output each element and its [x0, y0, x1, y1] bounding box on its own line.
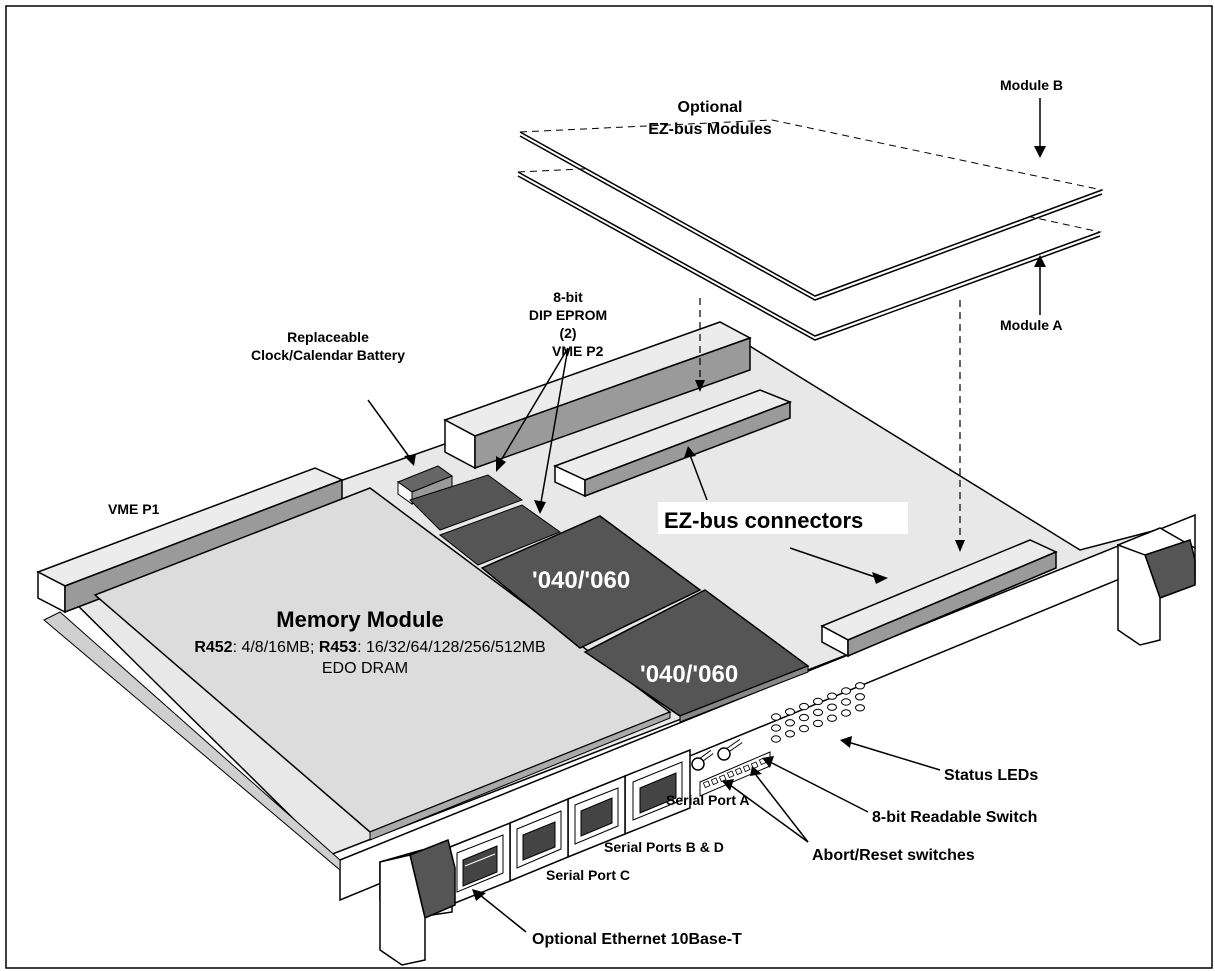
ethernet-label: Optional Ethernet 10Base-T	[532, 931, 742, 948]
memory-r453-tag: R453	[319, 639, 357, 656]
optional-modules-label-1: Optional	[678, 99, 743, 116]
ezbus-connectors-label: EZ-bus connectors	[664, 508, 863, 533]
status-led	[856, 683, 865, 689]
status-led	[772, 736, 781, 742]
status-led	[814, 720, 823, 726]
readable-switch-label: 8-bit Readable Switch	[872, 809, 1037, 826]
optional-modules-label-2: EZ-bus Modules	[648, 121, 772, 138]
status-led	[842, 710, 851, 716]
battery-label-2: Clock/Calendar Battery	[251, 347, 405, 363]
ejector-handle-left	[380, 840, 455, 965]
cpu-label-1: '040/'060	[532, 567, 630, 594]
eprom-label-2: DIP EPROM	[529, 307, 607, 323]
eprom-label-3: (2)	[559, 325, 576, 341]
memory-r453-sizes: : 16/32/64/128/256/512MB	[357, 639, 546, 656]
status-leds-label: Status LEDs	[944, 767, 1038, 784]
memory-type: EDO DRAM	[322, 660, 408, 677]
abort-reset-label: Abort/Reset switches	[812, 847, 975, 864]
vme-p2-label: VME P2	[552, 343, 604, 359]
memory-r452-tag: R452	[194, 639, 232, 656]
serial-port-a-label: Serial Port A	[666, 792, 750, 808]
vme-p1-label: VME P1	[108, 501, 160, 517]
status-led	[856, 705, 865, 711]
eprom-label-1: 8-bit	[553, 289, 583, 305]
cpu-label-2: '040/'060	[640, 661, 738, 688]
status-led	[828, 704, 837, 710]
status-led	[856, 694, 865, 700]
serial-ports-bd-label: Serial Ports B & D	[604, 839, 724, 855]
module-a-label: Module A	[1000, 317, 1062, 333]
status-led	[786, 709, 795, 715]
status-led	[814, 698, 823, 704]
status-led	[786, 720, 795, 726]
reset-switch	[718, 741, 741, 760]
status-led	[800, 725, 809, 731]
ejector-handle-right	[1118, 528, 1195, 645]
status-led	[772, 714, 781, 720]
status-led	[828, 693, 837, 699]
memory-capacity-line: R452: 4/8/16MB; R453: 16/32/64/128/256/5…	[194, 639, 545, 656]
status-led	[772, 725, 781, 731]
status-led	[800, 714, 809, 720]
serial-port-c-label: Serial Port C	[546, 867, 630, 883]
status-led	[842, 688, 851, 694]
status-led	[828, 715, 837, 721]
battery-label-1: Replaceable	[287, 329, 369, 345]
memory-r452-sizes: : 4/8/16MB;	[233, 639, 319, 656]
status-led	[814, 709, 823, 715]
abort-switch	[692, 752, 712, 770]
status-led	[800, 703, 809, 709]
status-led	[786, 731, 795, 737]
status-led	[842, 699, 851, 705]
module-b-label: Module B	[1000, 77, 1063, 93]
memory-title: Memory Module	[276, 607, 443, 632]
